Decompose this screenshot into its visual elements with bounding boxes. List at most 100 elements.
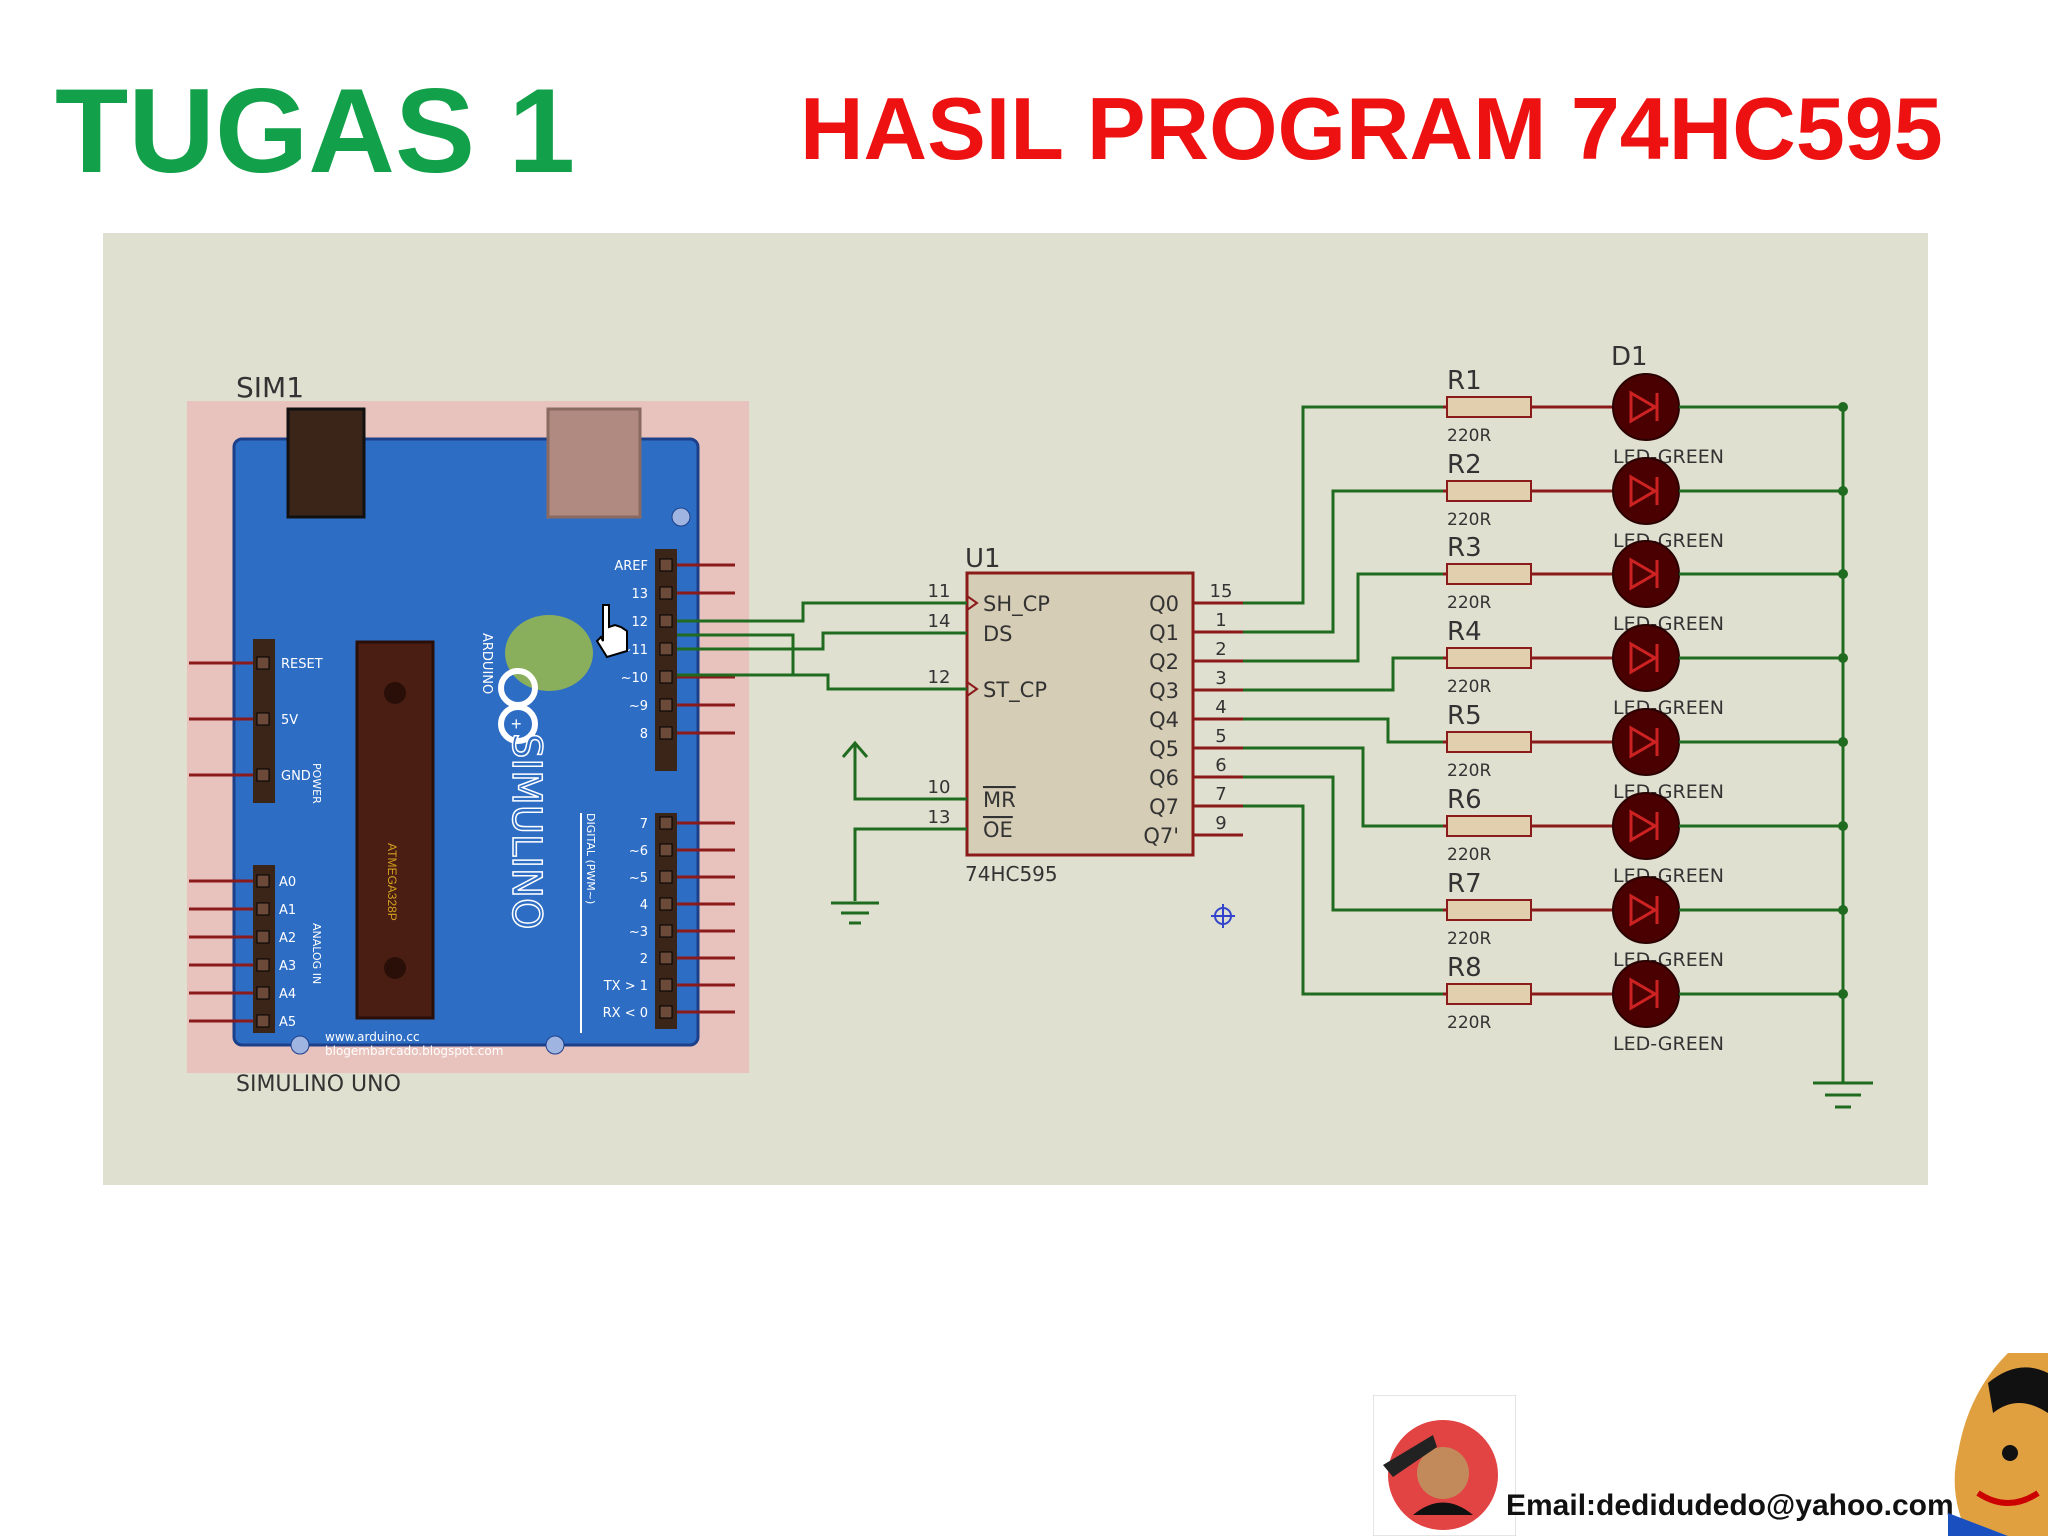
pin-socket	[659, 1005, 673, 1019]
led-green-icon[interactable]	[1612, 540, 1680, 608]
wires	[677, 601, 967, 901]
shift-register-pin-number: 13	[928, 807, 951, 828]
clock-marker-icon	[966, 681, 979, 697]
arduino-pin-label: 13	[631, 587, 648, 602]
pin-socket	[256, 1014, 270, 1028]
resistor-designator: R8	[1447, 953, 1482, 983]
resistor[interactable]	[1446, 480, 1532, 502]
signal-wire	[1243, 746, 1443, 828]
slide-title-left: TUGAS 1	[55, 64, 576, 198]
junction-dot	[1838, 402, 1848, 412]
digital-group-label: DIGITAL (PWM~)	[584, 813, 597, 904]
analog-group-label: ANALOG IN	[310, 923, 323, 984]
diode-symbol	[1629, 809, 1659, 843]
arduino-url-1: www.arduino.cc	[325, 1030, 420, 1044]
junction-dot	[1838, 486, 1848, 496]
resistor-value: 220R	[1447, 593, 1491, 613]
resistor-value: 220R	[1447, 1013, 1491, 1033]
signal-wire	[1243, 405, 1443, 605]
pin-socket	[256, 902, 270, 916]
resistor[interactable]	[1446, 647, 1532, 669]
pin-socket	[256, 958, 270, 972]
signal-wire	[1243, 804, 1443, 996]
resistor-designator: R4	[1447, 617, 1482, 647]
resistor[interactable]	[1446, 731, 1532, 753]
resistor-designator: R6	[1447, 785, 1482, 815]
slide-title-right: HASIL PROGRAM 74HC595	[800, 79, 1943, 178]
pin-socket	[659, 978, 673, 992]
mounting-hole	[545, 1035, 565, 1055]
shift-register-part: 74HC595	[965, 862, 1058, 886]
resistor[interactable]	[1446, 815, 1532, 837]
shift-register-pin-name: ST_CP	[983, 678, 1047, 703]
resistor[interactable]	[1446, 563, 1532, 585]
pin-socket	[659, 870, 673, 884]
arduino-pin-label: TX > 1	[603, 979, 648, 994]
pin-socket	[659, 614, 673, 628]
arduino-pin-label: A0	[279, 875, 296, 890]
pin-socket	[659, 897, 673, 911]
shift-register-pin-name: Q4	[1149, 708, 1179, 732]
pin-socket	[659, 670, 673, 684]
diode-symbol	[1629, 641, 1659, 675]
arduino-pin-label: ~9	[629, 699, 648, 714]
resistor-value: 220R	[1447, 929, 1491, 949]
power-jack-icon	[286, 407, 366, 519]
power-arrow-icon	[841, 740, 869, 767]
arduino-pin-label: ~6	[629, 844, 648, 859]
resistor-designator: R2	[1447, 450, 1482, 480]
signal-wire	[1243, 656, 1443, 692]
author-avatar	[1948, 1353, 2048, 1536]
arduino-board[interactable]: SIM1 ATMEGA328P + ARDUINO SIMULINO www.a…	[187, 371, 749, 1097]
svg-text:+: +	[511, 714, 522, 734]
junction-dot	[1838, 737, 1848, 747]
resistor-designator: R3	[1447, 533, 1482, 563]
shift-register-pin-number: 3	[1215, 668, 1226, 689]
led-green-icon[interactable]	[1612, 960, 1680, 1028]
signal-wire	[1243, 775, 1443, 912]
signal-wire	[1243, 572, 1443, 663]
led-green-icon[interactable]	[1612, 457, 1680, 525]
resistor[interactable]	[1446, 899, 1532, 921]
arduino-pin-label: A4	[279, 987, 296, 1002]
diode-symbol	[1629, 725, 1659, 759]
junction-dot	[1838, 653, 1848, 663]
arduino-designator: SIM1	[236, 371, 304, 404]
shift-register-pin-number: 5	[1215, 726, 1226, 747]
chip-label: ATMEGA328P	[385, 843, 399, 921]
led-label: LED-GREEN	[1613, 1033, 1724, 1055]
arduino-pin-label: A5	[279, 1015, 296, 1030]
shift-register-pin-number: 11	[928, 581, 951, 602]
microcontroller-chip	[355, 640, 435, 1020]
signal-wire	[1243, 717, 1443, 744]
diode-symbol	[1629, 390, 1659, 424]
resistor[interactable]	[1446, 983, 1532, 1005]
arduino-logo-icon: +	[498, 615, 593, 744]
shift-register-pin-name: Q6	[1149, 766, 1179, 790]
schematic-canvas: SIM1 ATMEGA328P + ARDUINO SIMULINO www.a…	[103, 233, 1928, 1185]
arduino-pin-label: 12	[631, 615, 648, 630]
arduino-pin-label: GND	[281, 769, 311, 784]
author-email: Email:dedidudedo@yahoo.com	[1506, 1489, 1954, 1522]
shift-register-body	[965, 571, 1195, 857]
shift-register-pin-number: 15	[1210, 581, 1233, 602]
pin-socket	[659, 843, 673, 857]
pin-socket	[659, 558, 673, 572]
led-green-icon[interactable]	[1612, 373, 1680, 441]
pin-socket	[659, 586, 673, 600]
led-green-icon[interactable]	[1612, 624, 1680, 692]
pin-socket	[256, 874, 270, 888]
pin-socket	[256, 712, 270, 726]
arduino-pcb	[232, 437, 700, 1047]
arduino-url-2: blogembarcado.blogspot.com	[325, 1044, 503, 1058]
usb-port-icon	[546, 407, 642, 519]
pin-socket	[659, 924, 673, 938]
resistor[interactable]	[1446, 396, 1532, 418]
analog-header	[253, 865, 275, 1033]
led-green-icon[interactable]	[1612, 792, 1680, 860]
digital-header-bottom	[655, 813, 677, 1029]
crosshair-marker-icon	[1211, 904, 1235, 928]
led-green-icon[interactable]	[1612, 708, 1680, 776]
led-green-icon[interactable]	[1612, 876, 1680, 944]
